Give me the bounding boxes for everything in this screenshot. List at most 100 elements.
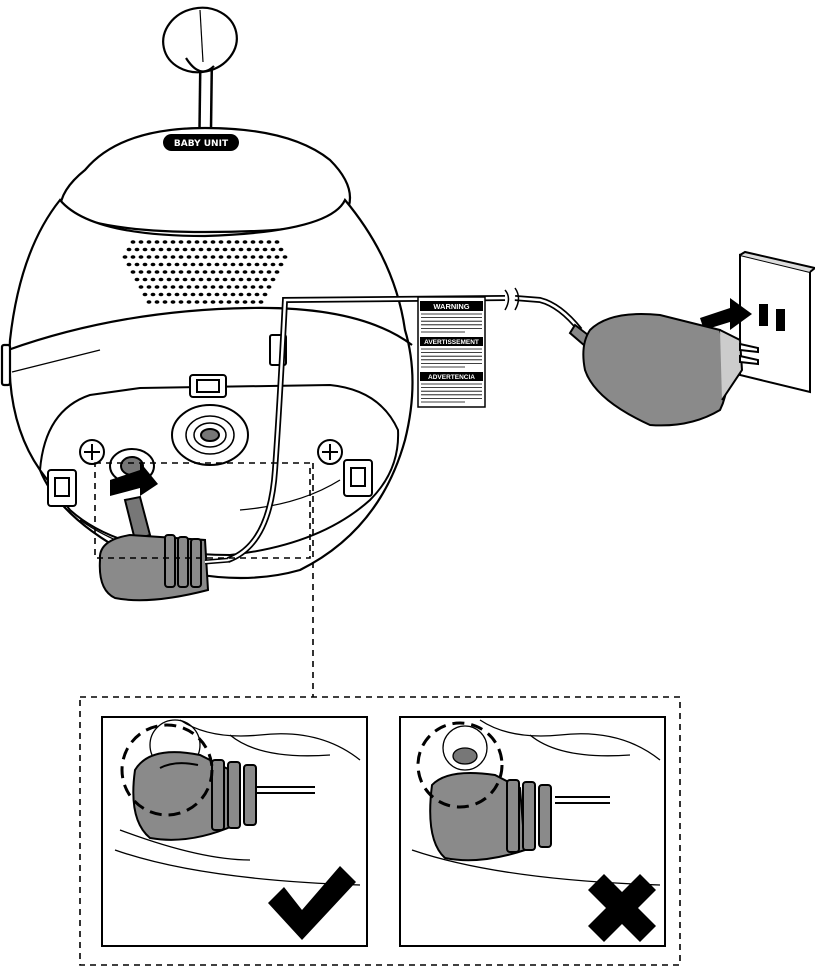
grille-hole [223, 248, 228, 252]
grille-hole [147, 300, 152, 304]
grille-hole [167, 278, 172, 282]
grille-hole [279, 263, 284, 267]
svg-text:WARNING: WARNING [433, 302, 469, 311]
grille-hole [207, 263, 212, 267]
grille-hole [195, 255, 200, 259]
grille-hole [195, 300, 200, 304]
grille-hole [275, 270, 280, 274]
grille-hole [215, 293, 220, 297]
grille-hole [275, 240, 280, 244]
grille-hole [271, 248, 276, 252]
grille-hole [159, 293, 164, 297]
grille-hole [147, 270, 152, 274]
grille-hole [179, 285, 184, 289]
grille-hole [231, 278, 236, 282]
grille-hole [243, 240, 248, 244]
grille-hole [155, 300, 160, 304]
grille-hole [283, 255, 288, 259]
grille-hole [263, 248, 268, 252]
svg-text:AVERTISSEMENT: AVERTISSEMENT [424, 339, 479, 346]
grille-hole [211, 240, 216, 244]
grille-hole [183, 263, 188, 267]
screw-right [318, 440, 342, 464]
grille-hole [215, 278, 220, 282]
grille-hole [199, 293, 204, 297]
grille-hole [271, 263, 276, 267]
grille-hole [211, 255, 216, 259]
grille-hole [187, 255, 192, 259]
grille-hole [235, 255, 240, 259]
grille-hole [255, 263, 260, 267]
grille-hole [235, 285, 240, 289]
grille-hole [235, 300, 240, 304]
grille-hole [163, 255, 168, 259]
grille-hole [143, 248, 148, 252]
grille-hole [211, 270, 216, 274]
grille-hole [171, 240, 176, 244]
grille-hole [179, 300, 184, 304]
grille-hole [131, 240, 136, 244]
grille-hole [147, 255, 152, 259]
grille-hole [167, 263, 172, 267]
grille-hole [187, 240, 192, 244]
grille-hole [247, 293, 252, 297]
grille-hole [143, 263, 148, 267]
grille-hole [251, 240, 256, 244]
grille-hole [139, 255, 144, 259]
grille-hole [163, 285, 168, 289]
grille-hole [227, 255, 232, 259]
tripod-socket [172, 405, 248, 465]
grille-hole [167, 248, 172, 252]
grille-hole [227, 285, 232, 289]
grille-hole [255, 293, 260, 297]
grille-hole [219, 270, 224, 274]
svg-text:BABY UNIT: BABY UNIT [174, 139, 229, 149]
grille-hole [131, 270, 136, 274]
grille-hole [127, 248, 132, 252]
grille-hole [203, 285, 208, 289]
grille-hole [251, 285, 256, 289]
grille-hole [247, 278, 252, 282]
grille-hole [239, 278, 244, 282]
grille-hole [127, 263, 132, 267]
grille-hole [183, 278, 188, 282]
grille-hole [203, 255, 208, 259]
grille-hole [175, 293, 180, 297]
grille-hole [239, 263, 244, 267]
grille-hole [271, 278, 276, 282]
grille-hole [255, 278, 260, 282]
grille-hole [239, 293, 244, 297]
grille-hole [171, 270, 176, 274]
grille-hole [163, 270, 168, 274]
grille-hole [195, 285, 200, 289]
grille-hole [259, 270, 264, 274]
warning-tag: WARNING AVERTISSEMENT ADVERTENCIA [418, 297, 485, 407]
grille-hole [259, 240, 264, 244]
grille-hole [199, 278, 204, 282]
grille-hole [147, 240, 152, 244]
grille-hole [219, 285, 224, 289]
grille-hole [183, 248, 188, 252]
grille-hole [255, 248, 260, 252]
grille-hole [151, 263, 156, 267]
grille-hole [207, 278, 212, 282]
wall-outlet [740, 252, 815, 392]
grille-hole [163, 300, 168, 304]
grille-hole [263, 263, 268, 267]
grille-hole [219, 255, 224, 259]
grille-hole [155, 285, 160, 289]
grille-hole [243, 255, 248, 259]
grille-hole [151, 248, 156, 252]
grille-hole [243, 285, 248, 289]
grille-hole [211, 300, 216, 304]
grille-hole [195, 270, 200, 274]
grille-hole [223, 263, 228, 267]
grille-hole [191, 263, 196, 267]
incorrect-panel [400, 717, 665, 946]
grille-hole [187, 300, 192, 304]
grille-hole [227, 300, 232, 304]
grille-hole [275, 255, 280, 259]
grille-hole [163, 240, 168, 244]
grille-hole [235, 270, 240, 274]
grille-hole [175, 263, 180, 267]
